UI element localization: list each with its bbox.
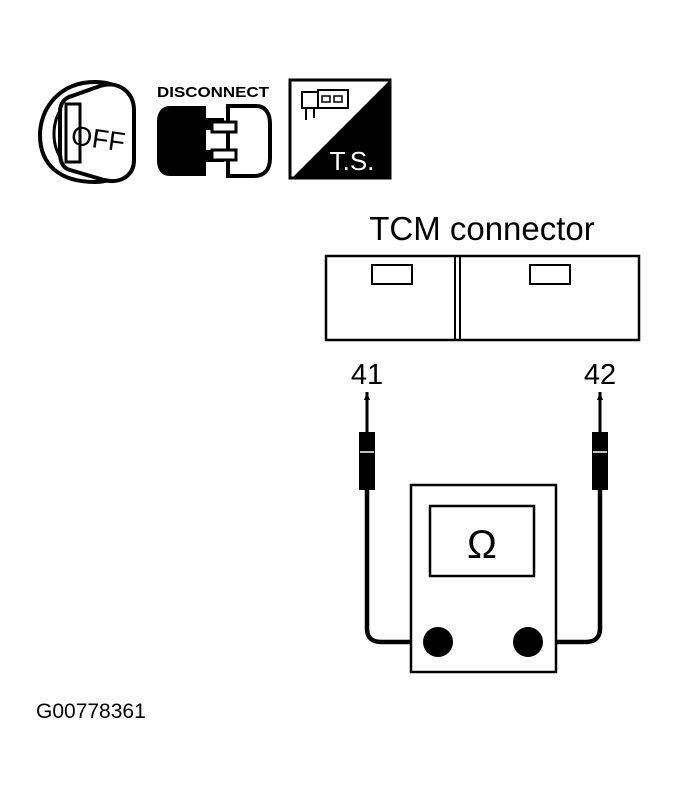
tcm-connector bbox=[324, 254, 641, 342]
ohm-symbol: Ω bbox=[467, 523, 497, 567]
lead-wire-left bbox=[364, 490, 436, 645]
ignition-off-label: OFF bbox=[69, 120, 127, 157]
ignition-off-icon: OFF bbox=[37, 79, 136, 185]
figure-id: G00778361 bbox=[36, 700, 146, 723]
ohmmeter-display bbox=[428, 504, 536, 578]
disconnect-connector-icon: DISCONNECT bbox=[157, 84, 272, 178]
connector-latch-left bbox=[371, 264, 413, 285]
probe-right bbox=[592, 392, 608, 490]
ohmmeter-jack-right bbox=[513, 627, 543, 657]
ohmmeter: Ω bbox=[409, 483, 558, 674]
terminal-41-label: 41 bbox=[351, 359, 383, 391]
test-service-icon: T.S. bbox=[288, 78, 392, 180]
multimeter-sketch-icon bbox=[301, 89, 349, 120]
connector-title: TCM connector bbox=[369, 210, 595, 247]
probe-left bbox=[359, 392, 375, 490]
disconnect-label: DISCONNECT bbox=[157, 84, 269, 101]
ohmmeter-jack-left bbox=[423, 627, 453, 657]
lead-wire-right bbox=[528, 490, 603, 645]
connector-latch-right bbox=[529, 264, 571, 285]
terminal-42-label: 42 bbox=[584, 359, 616, 391]
ts-label: T.S. bbox=[330, 146, 375, 176]
